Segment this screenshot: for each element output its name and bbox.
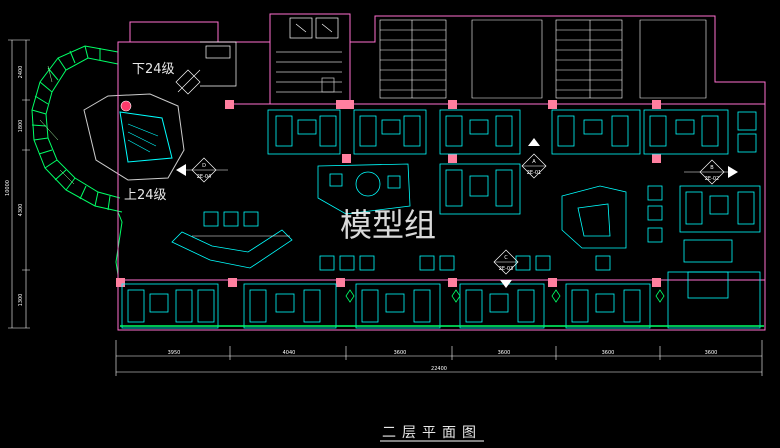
bottom-dim-2: 4040 xyxy=(283,350,296,356)
section-marker-c-letter: C xyxy=(504,255,508,261)
section-marker-c-code: 2E-03 xyxy=(499,266,514,272)
left-dim-4: 1300 xyxy=(18,294,24,307)
bottom-dim-3: 3600 xyxy=(394,350,407,356)
section-marker-a: A 2E-01 xyxy=(521,138,547,179)
chair-row xyxy=(319,255,611,271)
outer-walls xyxy=(117,13,766,331)
bottom-dim-5: 3600 xyxy=(602,350,615,356)
stair-core-2 xyxy=(555,19,707,99)
section-marker-a-letter: A xyxy=(532,159,536,165)
bottom-dim-1: 3950 xyxy=(168,350,181,356)
left-dim-1: 2400 xyxy=(18,66,24,79)
elevator-core xyxy=(83,93,185,181)
section-marker-b-code: 2E-02 xyxy=(705,176,720,182)
bottom-dimension-line xyxy=(115,340,763,376)
left-dimension-line xyxy=(8,39,30,329)
bottom-dim-total: 22400 xyxy=(431,366,447,372)
section-marker-d-code: 2E-04 xyxy=(197,174,212,180)
booth-row-top xyxy=(267,109,757,155)
stair-core-1 xyxy=(379,19,543,99)
curved-staircase xyxy=(31,45,123,276)
columns xyxy=(116,100,661,287)
stair-up-label: 上24级 xyxy=(124,188,167,203)
left-dim-3: 4300 xyxy=(18,204,24,217)
stair-down-label: 下24级 xyxy=(132,62,175,77)
booth-row-middle xyxy=(317,163,761,263)
small-section-marker xyxy=(175,69,201,95)
booth-row-bottom xyxy=(121,271,761,329)
bottom-dim-4: 3600 xyxy=(498,350,511,356)
section-marker-b-letter: B xyxy=(710,165,714,171)
section-marker-d: D 2E-04 xyxy=(176,157,228,183)
left-dim-2: 1800 xyxy=(18,120,24,133)
section-marker-a-code: 2E-01 xyxy=(527,170,542,176)
left-dim-total: 10000 xyxy=(5,180,11,196)
toilet-core xyxy=(200,17,342,93)
bar-counter xyxy=(171,211,293,269)
section-marker-d-letter: D xyxy=(202,163,206,169)
section-marker-b: B 2E-02 xyxy=(684,159,738,185)
drawing-caption: 二层平面图 xyxy=(382,425,482,441)
watermark: 模型组 xyxy=(340,206,436,244)
bottom-dim-6: 3600 xyxy=(705,350,718,356)
green-plant-markers xyxy=(120,289,764,327)
section-marker-c: C 2E-03 xyxy=(493,249,519,288)
